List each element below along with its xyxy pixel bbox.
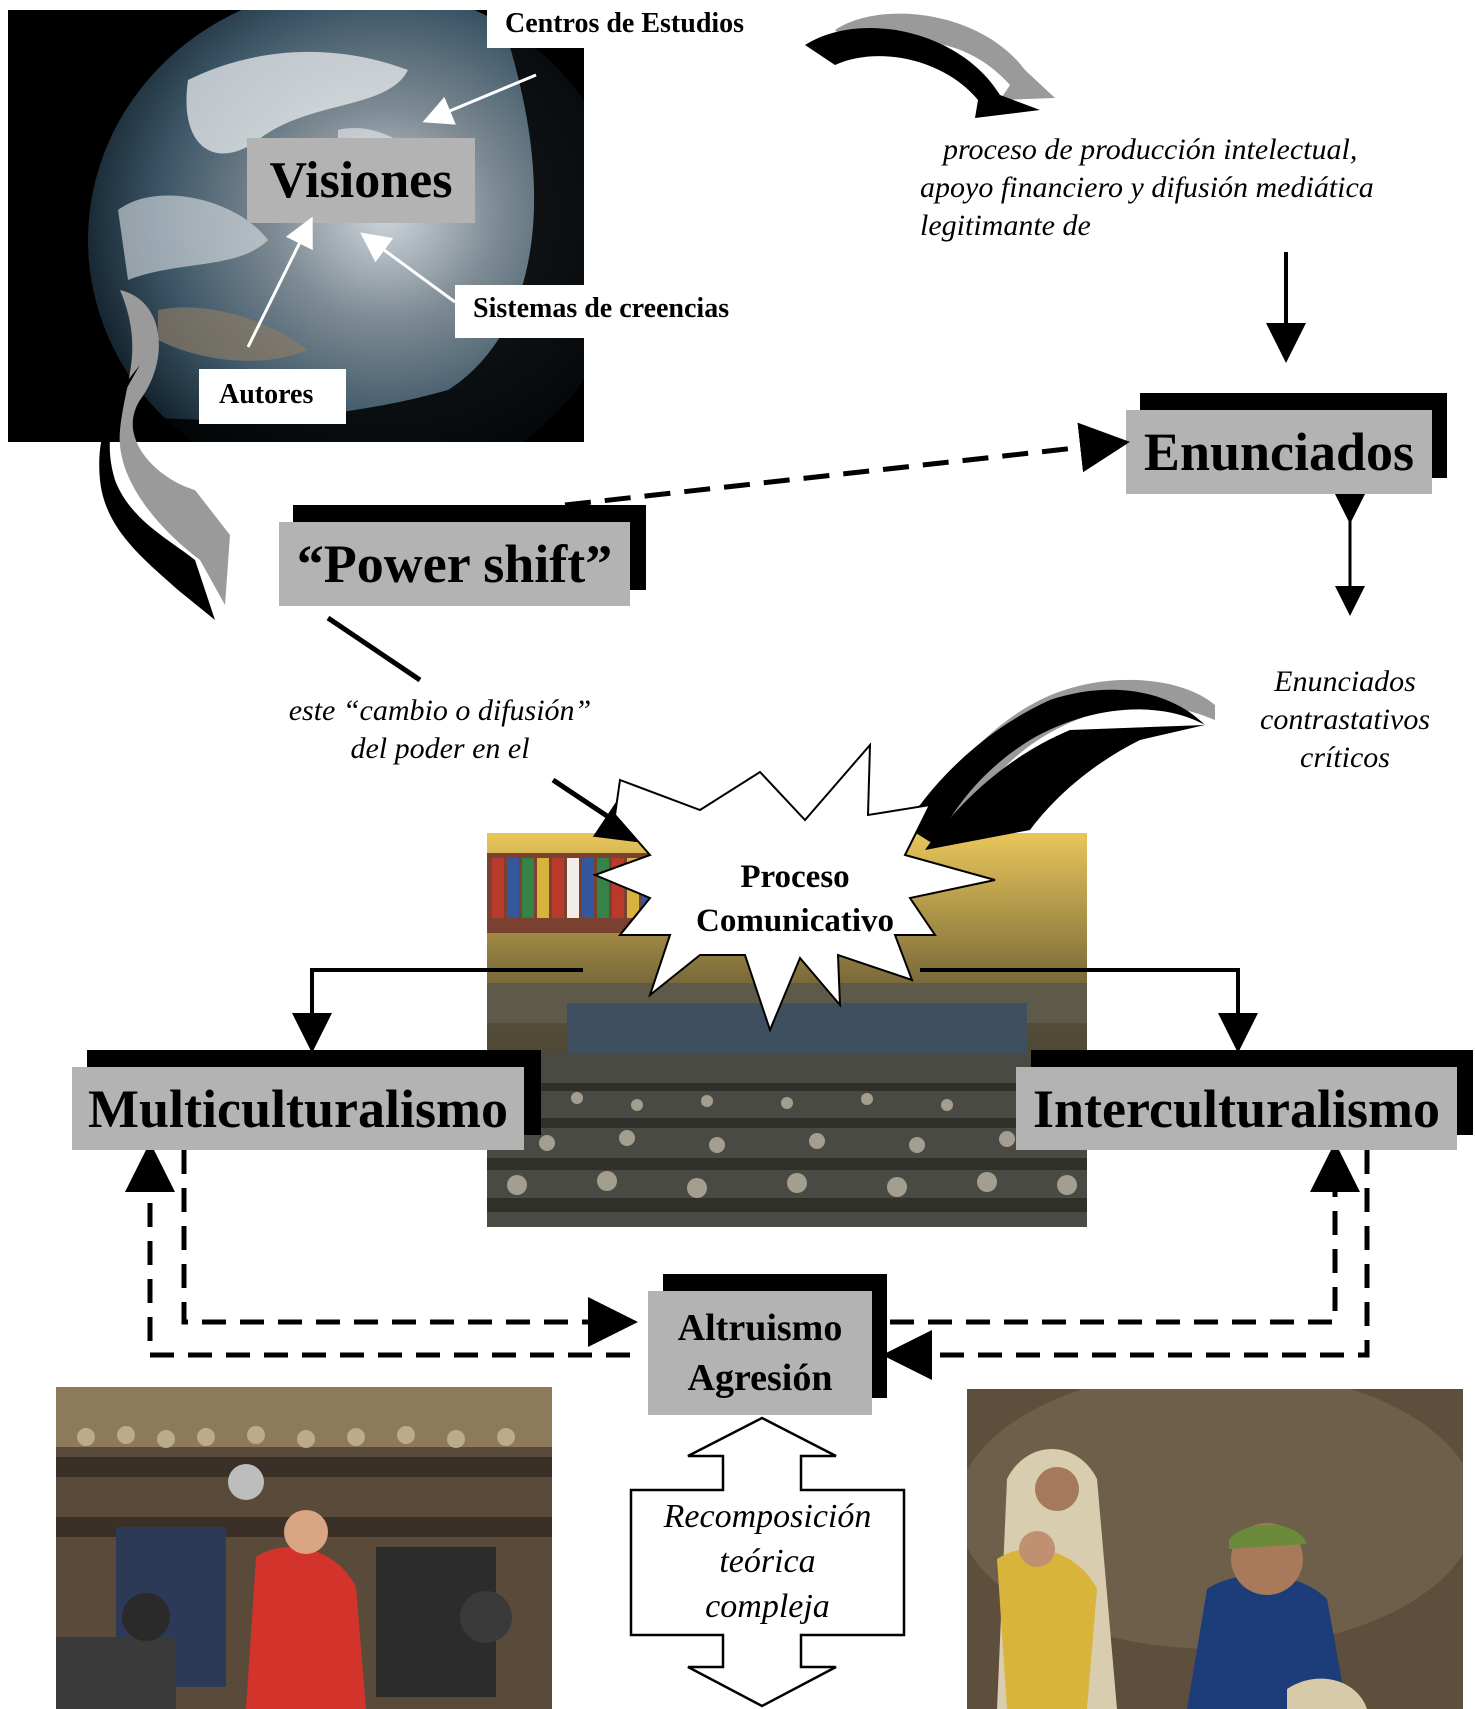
dashed-arrow-power-to-enunciados — [564, 422, 1130, 508]
dashed-altruismo-to-inter — [890, 1142, 1360, 1325]
refugees-photo — [967, 1389, 1463, 1709]
contrast-line-3: críticos — [1300, 741, 1390, 774]
recomp-line-2: teórica — [719, 1543, 816, 1580]
contrast-line-1: Enunciados — [1274, 665, 1416, 698]
contrast-line-2: contrastativos — [1260, 703, 1430, 736]
contrastativos-text: Enunciados contrastativos críticos — [1225, 663, 1465, 777]
dashed-altruismo-to-multi — [125, 1142, 630, 1358]
cambio-difusion-text: este “cambio o difusión” del poder en el — [270, 692, 610, 768]
proceso-produccion-text: proceso de producción intelectual, apoyo… — [920, 131, 1440, 245]
proceso-line-2: apoyo financiero y difusión mediática — [920, 171, 1374, 204]
connector-to-inter — [920, 968, 1258, 1053]
altruismo-line: Altruismo — [677, 1307, 843, 1349]
multiculturalismo-box: Multiculturalismo — [72, 1067, 524, 1150]
sistemas-label: Sistemas de creencias — [455, 285, 785, 338]
power-shift-box: “Power shift” — [279, 522, 630, 606]
curved-arrow-top — [805, 13, 1055, 119]
cambio-line-1: este “cambio o difusión” — [288, 694, 592, 727]
arrow-autores-to-visiones — [246, 216, 313, 348]
dashed-multi-to-altruismo — [181, 1150, 638, 1347]
proceso-com-line-1: Proceso — [740, 859, 850, 895]
interculturalismo-box: Interculturalismo — [1016, 1067, 1457, 1150]
starburst-shape — [592, 742, 996, 1033]
autores-label: Autores — [199, 369, 346, 424]
recomp-line-3: compleja — [705, 1588, 830, 1625]
curved-arrow-left — [99, 290, 230, 620]
altruismo-box: Altruismo Agresión — [648, 1291, 872, 1415]
visiones-box: Visiones — [247, 138, 475, 223]
cambio-line-2: del poder en el — [350, 732, 530, 765]
connector-to-multi — [292, 968, 583, 1053]
arrow-centros-to-visiones — [422, 73, 537, 125]
centros-label: Centros de Estudios — [487, 6, 787, 48]
curved-arrow-right — [895, 679, 1215, 850]
enunciados-box: Enunciados — [1126, 410, 1432, 494]
proceso-com-line-2: Comunicativo — [696, 903, 894, 939]
recomp-line-1: Recomposición — [663, 1498, 872, 1535]
hollow-double-arrow — [629, 1416, 906, 1708]
agresion-line: Agresión — [687, 1357, 833, 1399]
recomposicion-text: Recomposición teórica compleja — [631, 1494, 904, 1629]
proceso-comunicativo-text: Proceso Comunicativo — [660, 855, 930, 943]
proceso-line-1: proceso de producción intelectual, — [943, 133, 1358, 166]
line-power-shift-down — [326, 615, 422, 683]
dashed-inter-to-altruismo — [882, 1150, 1370, 1380]
arrow-sistemas-to-visiones — [360, 232, 456, 304]
delegates-photo — [56, 1387, 552, 1709]
proceso-line-3: legitimante de — [920, 209, 1091, 242]
